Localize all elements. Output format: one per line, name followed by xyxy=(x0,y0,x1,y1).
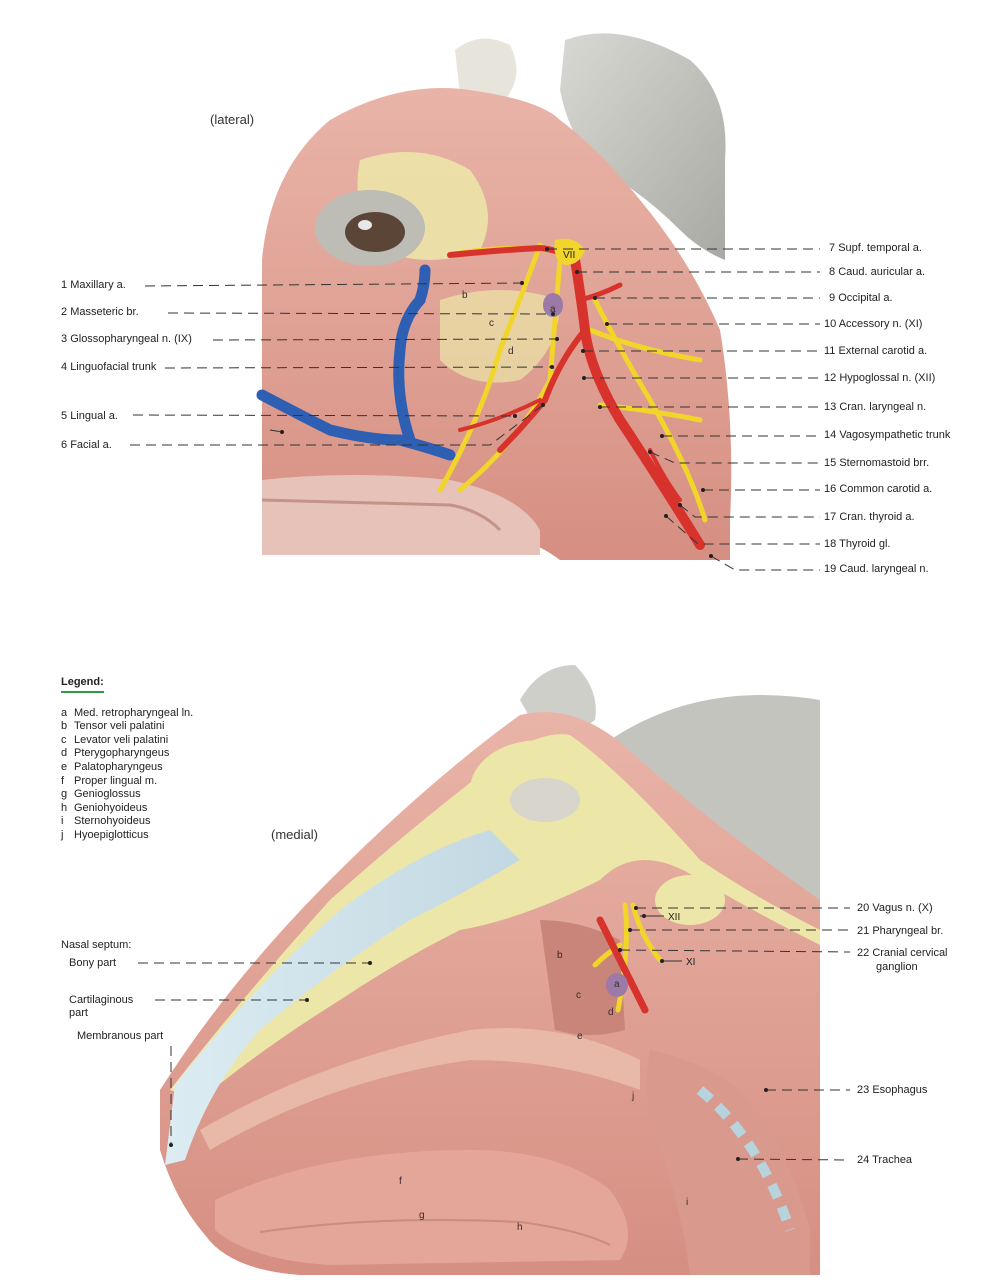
label-10: 10 Accessory n. (XI) xyxy=(824,318,923,330)
label-18: 18 Thyroid gl. xyxy=(824,538,891,550)
label-11: 11 External carotid a. xyxy=(824,345,928,357)
medial-inline-xii: XII xyxy=(668,912,680,923)
label-8: 8 Caud. auricular a. xyxy=(829,266,926,278)
label-1: 1 Maxillary a. xyxy=(61,279,126,291)
medial-inline-c: c xyxy=(576,990,581,1001)
label-2: 2 Masseteric br. xyxy=(61,306,139,318)
label-3: 3 Glossopharyngeal n. (IX) xyxy=(61,333,192,345)
label-15: 15 Sternomastoid brr. xyxy=(824,457,930,469)
septum-cartilaginous-label: Cartilaginous xyxy=(69,994,134,1006)
lateral-view-title: (lateral) xyxy=(210,112,255,127)
medial-inline-h: h xyxy=(517,1222,523,1233)
label-20: 20 Vagus n. (X) xyxy=(857,902,933,914)
lateral-inline-vii: VII xyxy=(563,250,575,261)
lateral-inline-b: b xyxy=(462,290,468,301)
label-21: 21 Pharyngeal br. xyxy=(857,925,944,937)
label-14: 14 Vagosympathetic trunk xyxy=(824,429,951,441)
label-12: 12 Hypoglossal n. (XII) xyxy=(824,372,936,384)
medial-inline-b: b xyxy=(557,950,563,961)
septum-bony-label: Bony part xyxy=(69,957,117,969)
label-4: 4 Linguofacial trunk xyxy=(61,361,157,373)
septum-membranous-label: Membranous part xyxy=(77,1030,164,1042)
medial-view-title: (medial) xyxy=(271,827,318,842)
label-6: 6 Facial a. xyxy=(61,439,112,451)
lateral-inline-d: d xyxy=(508,346,514,357)
medial-view-illustration: XII XI a b c d e f g h i j xyxy=(138,665,851,1275)
medial-inline-e: e xyxy=(577,1031,583,1042)
lateral-right-leaders xyxy=(545,247,820,571)
medial-inline-i: i xyxy=(686,1197,688,1208)
lateral-view-illustration: VII a b c d xyxy=(130,33,820,571)
medial-inline-a: a xyxy=(614,979,620,990)
medial-inline-g: g xyxy=(419,1210,425,1221)
medial-inline-xi: XI xyxy=(686,957,695,968)
nasal-septum-title: Nasal septum: xyxy=(61,939,132,951)
label-17: 17 Cran. thyroid a. xyxy=(824,511,915,523)
label-5: 5 Lingual a. xyxy=(61,410,118,422)
medial-inline-f: f xyxy=(399,1176,402,1187)
label-19: 19 Caud. laryngeal n. xyxy=(824,563,929,575)
lateral-inline-a: a xyxy=(550,304,556,315)
lateral-inline-c: c xyxy=(489,318,494,329)
label-23: 23 Esophagus xyxy=(857,1084,928,1096)
septum-cartilaginous-label-2: part xyxy=(69,1007,88,1019)
label-9: 9 Occipital a. xyxy=(829,292,893,304)
medial-inline-d: d xyxy=(608,1007,614,1018)
medial-inline-j: j xyxy=(631,1091,634,1102)
medial-leaders xyxy=(138,906,851,1161)
label-7: 7 Supf. temporal a. xyxy=(829,242,922,254)
legend-title: Legend: xyxy=(61,676,104,693)
label-22: 22 Cranial cervical xyxy=(857,947,948,959)
label-16: 16 Common carotid a. xyxy=(824,483,933,495)
lateral-left-leaders xyxy=(130,281,559,446)
label-22-line-2: ganglion xyxy=(876,961,918,973)
label-13: 13 Cran. laryngeal n. xyxy=(824,401,927,413)
label-24: 24 Trachea xyxy=(857,1154,913,1166)
